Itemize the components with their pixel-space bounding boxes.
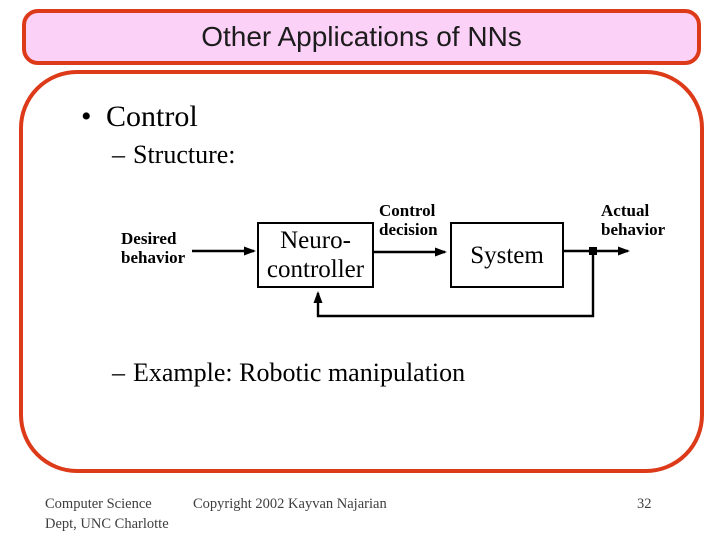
label-actual-line1: Actual [601, 201, 650, 220]
subbullet-example-label: Example: Robotic manipulation [133, 358, 466, 387]
label-actual-behavior: Actual behavior [601, 201, 665, 239]
label-desired-line2: behavior [121, 248, 186, 267]
label-control-decision: Control decision [379, 201, 438, 239]
label-decision-line1: Control [379, 201, 436, 220]
label-desired-behavior: Desired behavior [121, 229, 185, 267]
content-frame-border [19, 70, 704, 473]
label-actual-line2: behavior [601, 220, 666, 239]
bullet-marker: • [81, 100, 92, 133]
dash-marker: – [112, 140, 125, 169]
subbullet-structure-label: Structure: [133, 140, 236, 169]
dash-marker: – [112, 358, 125, 387]
footer-affiliation-line1: Computer Science [45, 496, 152, 512]
bullet-control-label: Control [106, 100, 198, 133]
subbullet-example: –Example: Robotic manipulation [112, 358, 465, 388]
slide-title-bar: Other Applications of NNs [22, 9, 701, 65]
neurocontroller-box-line2: controller [266, 256, 365, 283]
footer-affiliation: Computer Science Dept, UNC Charlotte [45, 494, 169, 534]
neurocontroller-box: Neuro- controller [257, 222, 374, 288]
page-number: 32 [637, 496, 652, 512]
subbullet-structure: –Structure: [112, 140, 236, 170]
neurocontroller-box-line1: Neuro- [280, 227, 351, 254]
system-box: System [450, 222, 564, 288]
footer-affiliation-line2: Dept, UNC Charlotte [45, 516, 169, 532]
footer-copyright: Copyright 2002 Kayvan Najarian [193, 496, 387, 512]
label-decision-line2: decision [379, 220, 438, 239]
label-desired-line1: Desired [121, 229, 177, 248]
system-box-label: System [470, 241, 544, 269]
slide-title: Other Applications of NNs [201, 21, 522, 52]
bullet-control: • Control [81, 100, 198, 134]
